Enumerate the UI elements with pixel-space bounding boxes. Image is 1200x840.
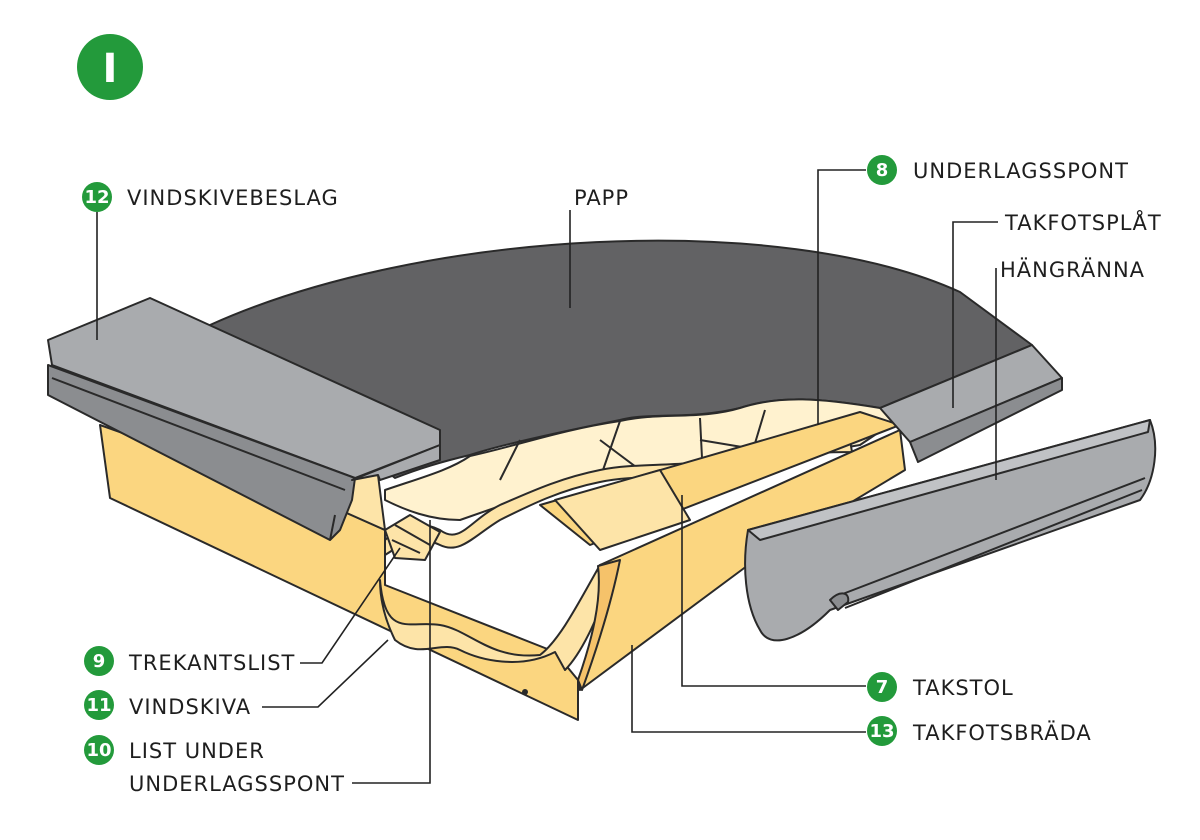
leader-vindskiva	[262, 639, 389, 708]
part-number-12: 12	[84, 187, 109, 208]
part-9-trekantslist: 9 TREKANTSLIST	[84, 646, 295, 676]
label-hangranna: HÄNGRÄNNA	[1000, 257, 1145, 282]
part-hangranna: HÄNGRÄNNA	[1000, 257, 1145, 282]
label-takstol: TAKSTOL	[912, 676, 1014, 700]
leader-underlagsspont	[817, 169, 866, 425]
label-papp: PAPP	[574, 186, 629, 210]
leader-takfotsbrada	[631, 645, 866, 733]
label-list-under: LIST UNDER	[129, 739, 265, 763]
label-vindskiva: VINDSKIVA	[129, 695, 251, 719]
leader-trekantslist	[300, 547, 401, 664]
label-takfotsbrada: TAKFOTSBRÄDA	[912, 720, 1092, 745]
part-13-takfotsbrada: 13 TAKFOTSBRÄDA	[867, 716, 1092, 746]
part-number-13: 13	[869, 721, 894, 742]
leader-takfotsplat	[952, 221, 998, 408]
roof-illustration	[47, 239, 1157, 721]
leader-lines	[96, 169, 998, 784]
leader-takstol	[681, 495, 866, 687]
part-number-7: 7	[876, 677, 889, 698]
triangle-list	[384, 514, 441, 561]
label-takfotsplat: TAKFOTSPLÅT	[1004, 209, 1162, 235]
part-number-9: 9	[93, 651, 106, 672]
label-trekantslist: TREKANTSLIST	[128, 651, 295, 675]
label-list-under-line2: UNDERLAGSSPONT	[129, 772, 345, 796]
label-underlagsspont: UNDERLAGSSPONT	[913, 159, 1129, 183]
part-7-takstol: 7 TAKSTOL	[867, 672, 1014, 702]
section-badge: I	[77, 34, 143, 100]
part-papp: PAPP	[574, 186, 629, 210]
part-number-10: 10	[86, 740, 111, 761]
part-takfotsplat: TAKFOTSPLÅT	[1004, 209, 1162, 235]
part-number-11: 11	[86, 695, 111, 716]
part-8-underlagsspont: 8 UNDERLAGSSPONT	[867, 155, 1129, 185]
part-number-8: 8	[876, 160, 889, 181]
section-badge-text: I	[103, 46, 118, 92]
gutter	[744, 419, 1157, 642]
label-vindskivebeslag: VINDSKIVEBESLAG	[127, 186, 339, 210]
part-12-vindskivebeslag: 12 VINDSKIVEBESLAG	[82, 182, 339, 212]
part-11-vindskiva: 11 VINDSKIVA	[84, 690, 251, 720]
part-10-list-under-underlagsspont: 10 LIST UNDER UNDERLAGSSPONT	[84, 735, 345, 796]
leader-list-under	[352, 520, 431, 784]
